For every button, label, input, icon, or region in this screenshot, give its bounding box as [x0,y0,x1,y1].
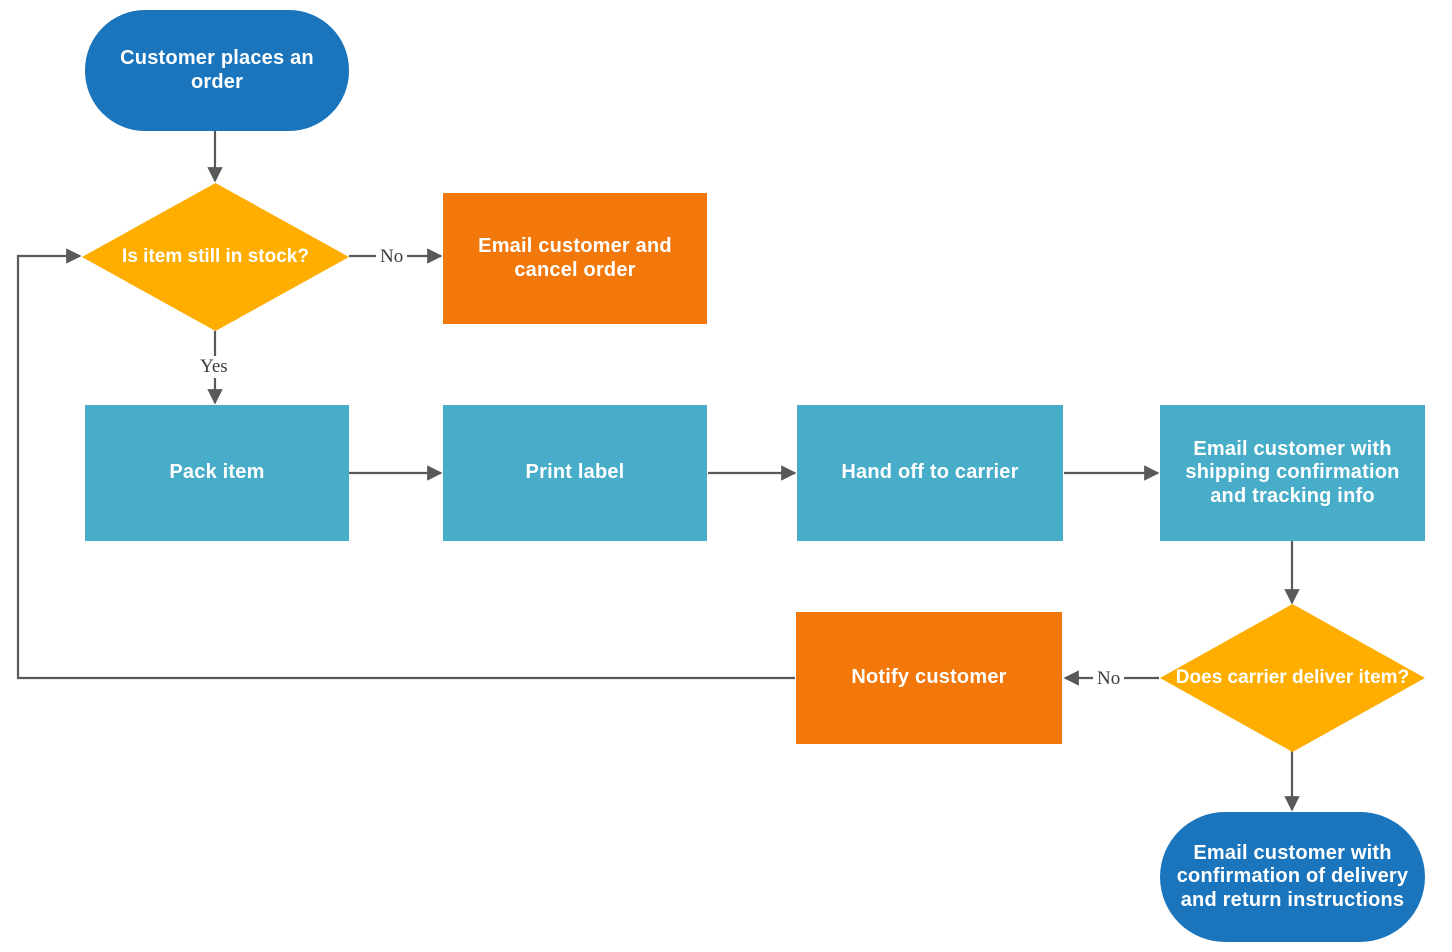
node-hand-off-to-carrier[interactable]: Hand off to carrier [797,405,1063,541]
node-label: Print label [525,461,625,484]
node-label: Notify customer [851,666,1007,689]
edge-label-no-stock: No [376,246,408,268]
node-label: Email customer and cancel order [478,234,672,281]
node-print-label[interactable]: Print label [443,405,707,541]
node-label: Is item still in stock? [122,245,309,267]
node-customer-places-order[interactable]: Customer places an order [85,10,349,131]
node-email-delivery-confirmation[interactable]: Email customer with confirmation of deli… [1160,812,1425,942]
node-email-shipping-confirmation[interactable]: Email customer with shipping confirmatio… [1160,405,1425,541]
node-label: Pack item [169,461,265,484]
node-is-item-in-stock[interactable]: Is item still in stock? [82,183,349,331]
node-notify-customer[interactable]: Notify customer [796,612,1062,744]
node-label: Customer places an order [120,46,314,93]
node-label: Email customer with confirmation of deli… [1176,841,1409,911]
node-email-cancel-order[interactable]: Email customer and cancel order [443,193,707,324]
edge-label-yes-stock: Yes [196,356,232,378]
node-pack-item[interactable]: Pack item [85,405,349,541]
edge-notify-to-in-stock-loop [16,248,795,680]
node-label: Does carrier deliver item? [1175,666,1410,688]
edge-label-no-delivery: No [1093,668,1125,690]
node-label: Hand off to carrier [841,461,1019,484]
node-does-carrier-deliver[interactable]: Does carrier deliver item? [1160,604,1425,752]
node-label: Email customer with shipping confirmatio… [1185,437,1400,507]
